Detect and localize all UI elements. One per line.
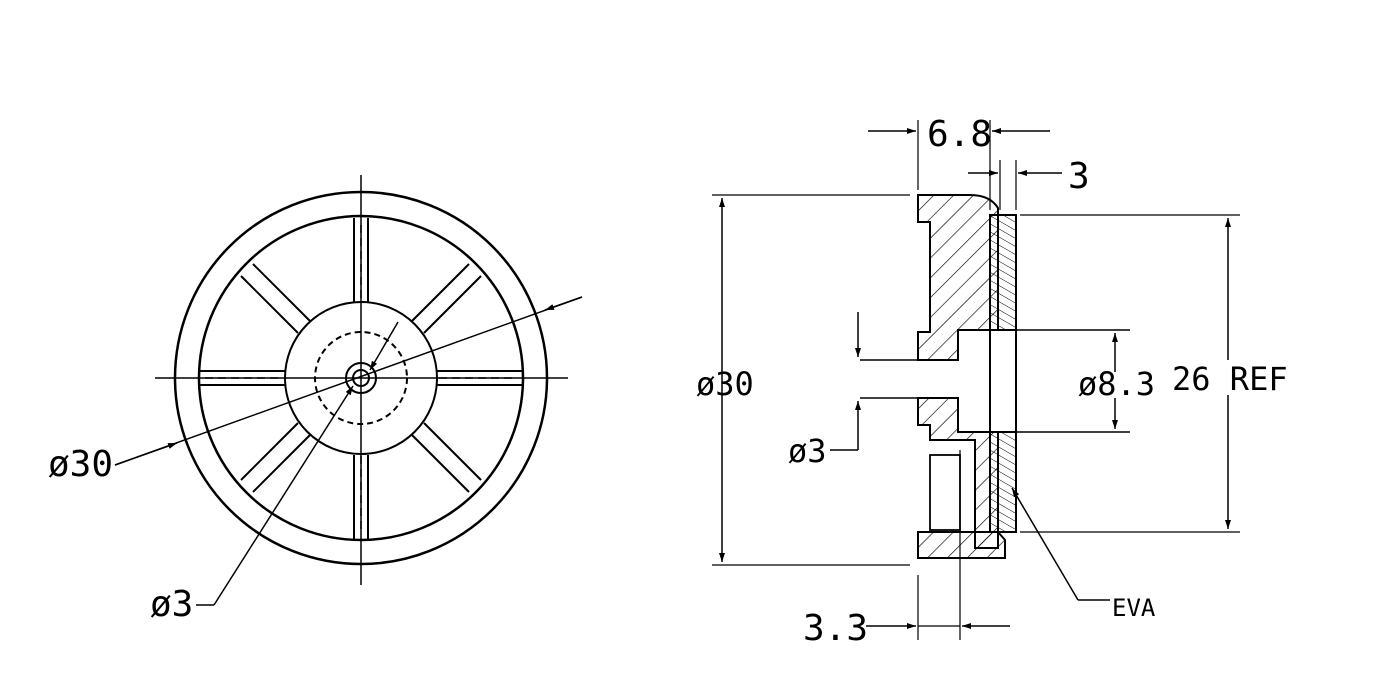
dim-hole-diameter-label: ø3: [788, 432, 827, 470]
dim-pad-span-label: 26 REF: [1172, 360, 1288, 398]
front-diameter-3-dim: [196, 321, 399, 606]
front-diameter-30-label: ø30: [48, 444, 113, 485]
body-pocket: [929, 454, 961, 531]
side-view: 6.8 3 ø30 ø8.3 26 REF ø3 3.3 EVA: [696, 114, 1288, 649]
front-diameter-3-label: ø3: [150, 584, 193, 625]
dim-thickness-label: 6.8: [927, 114, 992, 155]
dim-pad-thickness-label: 3: [1068, 156, 1090, 197]
front-view: ø30 ø3: [48, 175, 583, 625]
body-base-lip: [917, 531, 1006, 559]
center-axes: [155, 175, 568, 585]
body-upper-section: [917, 194, 999, 361]
extension-lines: [712, 120, 1240, 640]
dim-base-depth-label: 3.3: [803, 608, 868, 649]
spokes: [200, 218, 522, 540]
material-label: EVA: [1112, 594, 1156, 622]
front-diameter-30-dim: [114, 296, 583, 466]
dim-outer-diameter-label: ø30: [696, 365, 754, 403]
dim-recess-diameter-label: ø8.3: [1078, 365, 1155, 403]
